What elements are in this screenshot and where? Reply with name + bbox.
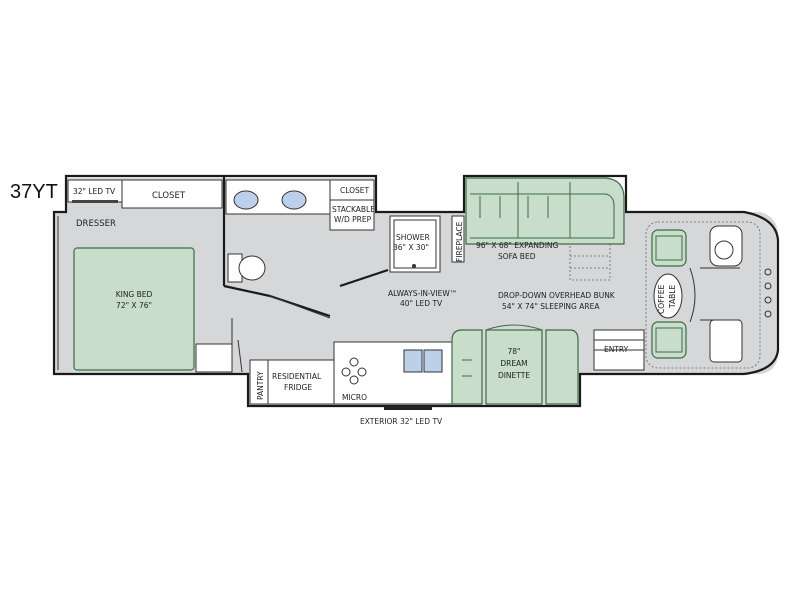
dinette: 78" DREAM DINETTE [451, 324, 579, 405]
dashboard-right [709, 319, 743, 363]
sofa-expanded-outline [569, 243, 611, 281]
stackable-label-2: W/D PREP [334, 215, 372, 224]
toilet [227, 253, 266, 283]
stove [341, 357, 367, 385]
bunk-label-2: 54" X 74" SLEEPING AREA [502, 302, 600, 311]
sink-right [281, 190, 307, 210]
coffee-table [653, 273, 683, 319]
stackable-wd [329, 199, 375, 231]
model-name: 37YT [10, 181, 58, 203]
main-tv-label-1: ALWAYS-IN-VIEW™ [388, 289, 457, 298]
exterior-tv-label: EXTERIOR 32" LED TV [360, 417, 443, 426]
bunk-label-1: DROP-DOWN OVERHEAD BUNK [498, 291, 616, 300]
dinette-label-3: DINETTE [498, 371, 530, 380]
nightstand [195, 343, 233, 373]
fireplace-label: FIREPLACE [455, 221, 464, 262]
fridge-label-1: RESIDENTIAL [272, 372, 322, 381]
bunk-outline [645, 221, 761, 369]
bathroom: CLOSET STACKABLE W/D PREP SHOWER 36" X 3… [225, 179, 441, 319]
fireplace [451, 215, 465, 263]
coffee-label-1: COFFEE [657, 284, 666, 314]
dinette-table [485, 329, 543, 405]
bedroom-closet-label: CLOSET [152, 191, 186, 201]
bedroom-tv-label: 32" LED TV [73, 187, 116, 196]
bath-closet-label: CLOSET [340, 186, 370, 195]
exterior-tv: EXTERIOR 32" LED TV [360, 406, 443, 426]
shower-label-1: SHOWER [396, 233, 430, 242]
shower-label-2: 36" X 30" [393, 243, 429, 252]
bedroom-closet [121, 179, 223, 209]
pantry-label: PANTRY [256, 371, 265, 400]
sofa-bed [465, 177, 625, 245]
king-bed [73, 247, 195, 371]
kitchen: PANTRY RESIDENTIAL FRIDGE MICRO [249, 341, 453, 405]
coffee-label-2: TABLE [668, 285, 677, 309]
passenger-seat [651, 229, 687, 267]
front-lights [764, 268, 772, 318]
fridge-label-2: FRIDGE [284, 383, 312, 392]
exterior-walls [52, 174, 780, 408]
steering-wheel [714, 240, 734, 260]
dinette-label-1: 78" [508, 347, 521, 356]
sofa-label-1: 96" X 68" EXPANDING [476, 241, 559, 250]
kitchen-sink [403, 349, 443, 373]
king-bed-label-1: KING BED [116, 290, 153, 299]
sofa-label-2: SOFA BED [498, 252, 536, 261]
sink-left [233, 190, 259, 210]
entry: ENTRY [593, 329, 645, 371]
bedroom: 32" LED TV CLOSET DRESSER KING BED 72" X… [67, 176, 271, 373]
king-bed-label-2: 72" X 76" [116, 301, 152, 310]
driver-seat [651, 321, 687, 359]
stackable-label-1: STACKABLE [332, 205, 375, 214]
entry-label: ENTRY [604, 345, 629, 354]
shower [389, 215, 441, 273]
micro-label: MICRO [342, 393, 367, 402]
dinette-label-2: DREAM [500, 359, 527, 368]
living-area: FIREPLACE 96" X 68" EXPANDING SOFA BED A… [388, 177, 625, 311]
residential-fridge [267, 359, 335, 405]
cockpit: COFFEE TABLE [645, 221, 772, 369]
dresser-label: DRESSER [76, 219, 116, 229]
main-tv-label-2: 40" LED TV [400, 299, 443, 308]
